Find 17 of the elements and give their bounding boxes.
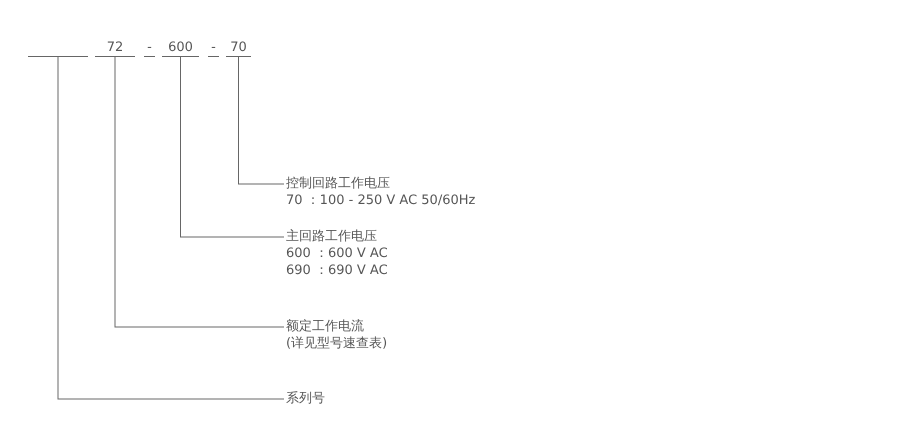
- description-heading: 额定工作电流: [286, 318, 365, 335]
- leader-line: [114, 56, 284, 328]
- description-text: 690 ：690 V AC: [286, 262, 388, 279]
- code-segment: 600: [162, 40, 199, 57]
- description-heading: 主回路工作电压: [286, 228, 378, 245]
- leader-line: [180, 56, 284, 238]
- separator-dash: -: [144, 40, 155, 57]
- leader-line: [238, 56, 284, 184]
- description-heading: 系列号: [286, 390, 325, 407]
- description-text: 70 ：100 - 250 V AC 50/60Hz: [286, 192, 476, 209]
- code-segment: 72: [95, 40, 135, 57]
- description-heading: 控制回路工作电压: [286, 175, 391, 192]
- code-segment: 70: [226, 40, 251, 57]
- leader-line: [58, 56, 284, 400]
- description-text: (详见型号速查表): [286, 335, 388, 352]
- separator-dash: -: [208, 40, 219, 57]
- description-text: 600 ：600 V AC: [286, 245, 388, 262]
